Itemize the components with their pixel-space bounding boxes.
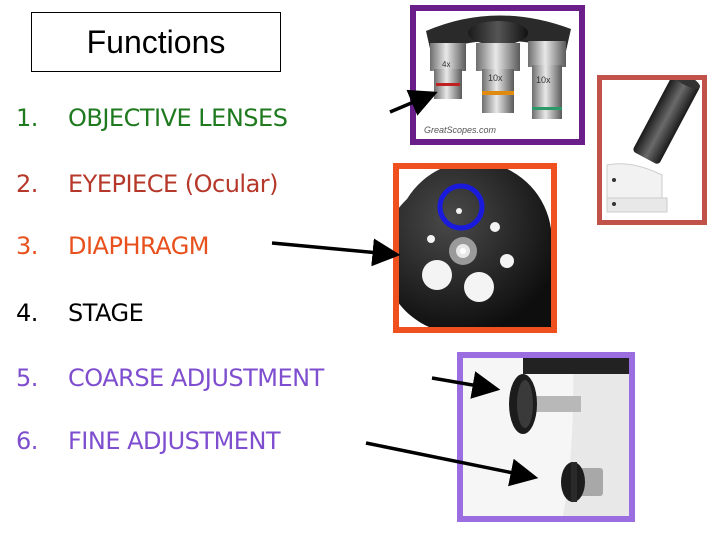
item-number: 6. bbox=[16, 427, 38, 455]
lens-label-4x: 4x bbox=[442, 60, 450, 69]
list-item-fine-adjustment: 6. FINE ADJUSTMENT bbox=[16, 427, 281, 455]
item-number: 5. bbox=[16, 364, 38, 392]
item-label: OBJECTIVE LENSES bbox=[68, 104, 288, 132]
lens-label-10x-a: 10x bbox=[488, 73, 503, 83]
item-label: STAGE bbox=[68, 299, 144, 327]
objective-lenses-photo: 4x 10x 10x GreatScopes.com bbox=[410, 5, 585, 145]
arrow-fine-adjustment bbox=[365, 441, 539, 487]
item-number: 1. bbox=[16, 104, 38, 132]
item-number: 2. bbox=[16, 170, 38, 198]
list-item-stage: 4. STAGE bbox=[16, 299, 144, 327]
item-number: 4. bbox=[16, 299, 38, 327]
diaphragm-highlight-circle bbox=[437, 183, 485, 231]
item-label: FINE ADJUSTMENT bbox=[68, 427, 281, 455]
arrow-objective bbox=[389, 89, 438, 116]
item-label: EYEPIECE (Ocular) bbox=[68, 170, 279, 198]
page-title: Functions bbox=[31, 12, 281, 72]
item-label: DIAPHRAGM bbox=[68, 232, 210, 260]
item-number: 3. bbox=[16, 232, 38, 260]
item-label: COARSE ADJUSTMENT bbox=[68, 364, 324, 392]
list-item-objective-lenses: 1. OBJECTIVE LENSES bbox=[16, 104, 288, 132]
list-item-diaphragm: 3. DIAPHRAGM bbox=[16, 232, 210, 260]
arrow-coarse-adjustment bbox=[431, 371, 501, 399]
list-item-coarse-adjustment: 5. COARSE ADJUSTMENT bbox=[16, 364, 324, 392]
list-item-eyepiece: 2. EYEPIECE (Ocular) bbox=[16, 170, 279, 198]
lens-label-10x-b: 10x bbox=[536, 75, 551, 85]
watermark: GreatScopes.com bbox=[424, 125, 497, 135]
eyepiece-photo bbox=[597, 75, 707, 225]
arrow-diaphragm bbox=[271, 238, 401, 267]
